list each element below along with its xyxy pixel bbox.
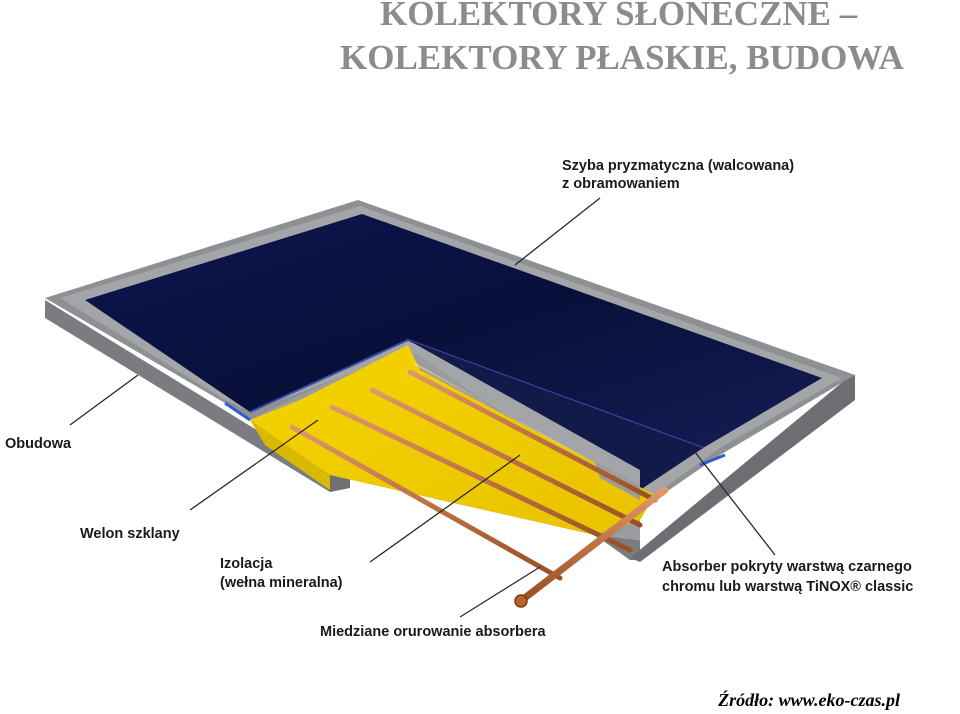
housing-right-wall xyxy=(630,375,855,562)
copper-pipe-end xyxy=(514,594,528,608)
title-line-1: KOLEKTORY SŁONECZNE – xyxy=(380,0,858,33)
label-glass-line2: z obramowaniem xyxy=(562,176,680,192)
fleece-strip-left xyxy=(224,401,251,422)
leader-copper-piping xyxy=(459,566,541,618)
label-absorber-line1: Absorber pokryty warstwą czarnego xyxy=(662,559,912,575)
leader-lines xyxy=(69,197,776,618)
leader-glass xyxy=(514,197,601,266)
label-housing: Obudowa xyxy=(5,436,72,452)
label-glass-fleece: Welon szklany xyxy=(80,526,180,542)
insulation-block xyxy=(250,345,655,535)
glass-surface xyxy=(85,214,822,448)
glass-pane xyxy=(85,214,822,490)
diagram-labels: Szyba pryzmatyczna (walcowana) z obramow… xyxy=(5,158,913,640)
label-copper-piping: Miedziane orurowanie absorbera xyxy=(320,624,547,640)
copper-riser-1 xyxy=(289,424,563,581)
leader-absorber xyxy=(694,451,776,556)
copper-riser-3 xyxy=(369,387,643,528)
leader-insulation xyxy=(369,454,521,563)
copper-header-pipe xyxy=(518,486,669,604)
label-glass-line1: Szyba pryzmatyczna (walcowana) xyxy=(562,158,794,174)
source-credit: Źródło: www.eko-czas.pl xyxy=(718,690,900,710)
label-insulation-line1: Izolacja xyxy=(220,556,273,572)
insulation-front-face xyxy=(250,420,330,490)
absorber-exposed xyxy=(408,340,703,490)
copper-riser-4 xyxy=(407,369,658,503)
title-line-2: KOLEKTORY PŁASKIE, BUDOWA xyxy=(340,38,904,77)
copper-piping xyxy=(289,369,669,608)
housing-front-wall-left xyxy=(45,300,330,492)
leader-housing xyxy=(69,374,139,426)
leader-glass-fleece xyxy=(189,419,319,511)
label-absorber-line2: chromu lub warstwą TiNOX® classic xyxy=(662,579,913,595)
label-insulation-line2: (wełna mineralna) xyxy=(220,575,343,591)
copper-riser-2 xyxy=(329,404,633,553)
